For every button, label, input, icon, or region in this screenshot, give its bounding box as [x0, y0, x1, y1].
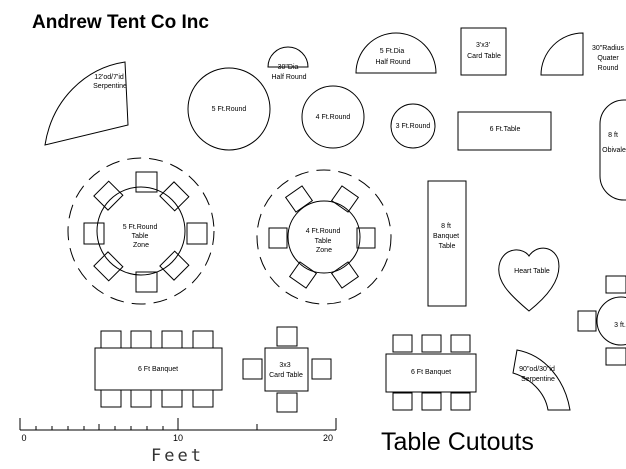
round-4ft-label: 4 Ft.Round [316, 114, 351, 121]
round-5ft-shape [187, 67, 271, 151]
scale-tick-0: 0 [21, 433, 26, 443]
round-5ft-label: 5 Ft.Round [212, 106, 247, 113]
serpentine-small-label: 90"od/30"id Serpentine [519, 366, 557, 383]
zone-5ft-label: 5 Ft.Round Table Zone [123, 224, 160, 249]
card-table-label: 3'x3' Card Table [467, 42, 501, 60]
half-round-small-label: 30"Dia Half Round [271, 64, 306, 81]
banquet-6ft-small-group [385, 334, 477, 411]
banquet-6ft-large-label: 6 Ft Banquet [138, 366, 178, 373]
scale-unit-label: Feet [151, 446, 204, 466]
quarter-round-shape [540, 32, 584, 76]
zone-5ft-group [67, 157, 215, 305]
company-name: Andrew Tent Co Inc [32, 12, 209, 33]
zone-4ft-group [256, 169, 392, 305]
serpentine-large-shape [44, 61, 129, 146]
scale-tick-20: 20 [323, 433, 333, 443]
heart-table-shape [498, 247, 560, 312]
table-6ft-shape [457, 111, 552, 151]
scale-bar [19, 418, 337, 431]
oblong-label: 8 ft Obivale [602, 132, 626, 154]
heart-table-label: Heart Table [514, 268, 550, 275]
serpentine-small-shape [512, 349, 571, 411]
round-3ft-setting-label: 3 ft. [614, 322, 626, 329]
page-title: Table Cutouts [381, 428, 534, 456]
half-round-large-label: 5 Ft.Dia Half Round [375, 48, 410, 66]
quarter-round-label: 30"Radius Quater Round [592, 45, 626, 72]
round-3ft-label: 3 Ft.Round [396, 123, 431, 130]
table-6ft-label: 6 Ft.Table [490, 126, 521, 133]
card-table-shape [460, 27, 507, 76]
oblong-shape [599, 99, 626, 201]
half-round-small-shape [267, 46, 309, 68]
serpentine-large-label: 12'od/7'id Serpentine [93, 74, 127, 90]
banquet-8ft-shape [427, 180, 467, 307]
round-3ft-shape [390, 103, 436, 149]
half-round-large-shape [355, 32, 437, 74]
banquet-8ft-label: 8 ft Banquet Table [433, 223, 461, 250]
round-4ft-shape [301, 85, 365, 149]
card-table-setting-label: 3x3 Card Table [269, 362, 303, 379]
scale-tick-10: 10 [173, 433, 183, 443]
banquet-6ft-large-group [94, 330, 223, 408]
round-3ft-setting-group [577, 275, 626, 366]
zone-4ft-label: 4 Ft.Round Table Zone [306, 228, 343, 254]
card-table-setting-group [242, 326, 332, 413]
banquet-6ft-small-label: 6 Ft Banquet [411, 369, 451, 376]
